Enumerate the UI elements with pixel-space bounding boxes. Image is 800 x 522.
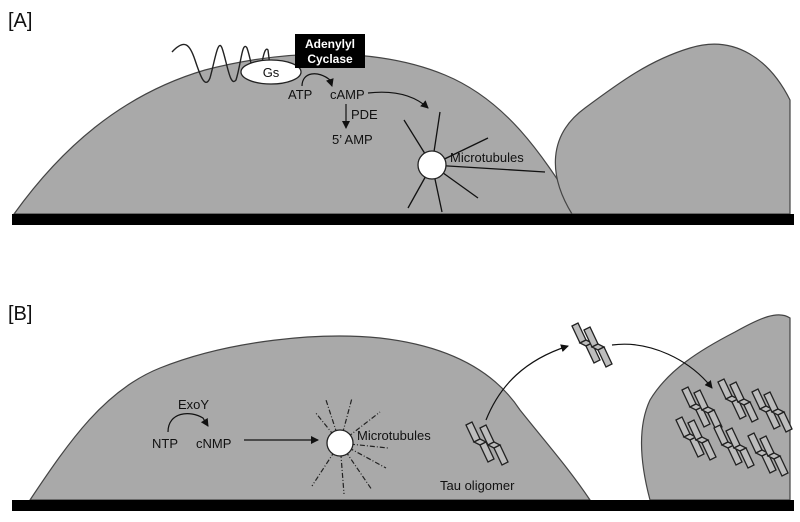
- panel-a-label: [A]: [8, 10, 32, 32]
- ntp-label: NTP: [152, 436, 178, 451]
- tau-uptake-arrow: [611, 343, 713, 389]
- microtubules-label-a: Microtubules: [450, 150, 524, 165]
- adenylyl-cyclase-box: [295, 34, 365, 68]
- gs-label: Gs: [263, 65, 280, 80]
- microtubules-label-b: Microtubules: [357, 428, 431, 443]
- tau-oligomer-extracellular: [571, 322, 613, 368]
- cell-right-a: [554, 43, 791, 215]
- exoy-label: ExoY: [178, 397, 209, 412]
- pde-label: PDE: [351, 107, 378, 122]
- amp-label: 5’ AMP: [332, 132, 373, 147]
- panel-a: [A] Gs Adenylyl Cyclase ATP cAMP PDE 5’ …: [8, 10, 794, 225]
- substrate-bar-b: [12, 500, 794, 511]
- cnmp-label: cNMP: [196, 436, 231, 451]
- centrosome-a: [417, 150, 447, 180]
- substrate-bar-a: [12, 214, 794, 225]
- adenylyl-cyclase-label-1: Adenylyl: [305, 37, 355, 51]
- camp-to-microtubules-arrow: [367, 91, 429, 109]
- gs-protein: [240, 59, 302, 85]
- tau-release-arrow: [485, 344, 569, 421]
- atp-label: ATP: [288, 87, 312, 102]
- centrosome-b: [326, 429, 354, 457]
- camp-label: cAMP: [330, 87, 365, 102]
- adenylyl-cyclase-label-2: Cyclase: [307, 52, 353, 66]
- atp-to-camp-arrow: [301, 73, 334, 87]
- cell-left-b: [28, 335, 592, 501]
- ntp-to-cnmp-arrow: [167, 413, 209, 433]
- panel-b-label: [B]: [8, 303, 32, 325]
- cell-right-b: [641, 314, 791, 501]
- tau-oligomer-label: Tau oligomer: [440, 478, 515, 493]
- panel-b: [B] ExoY NTP cNMP Microtubules: [8, 303, 794, 511]
